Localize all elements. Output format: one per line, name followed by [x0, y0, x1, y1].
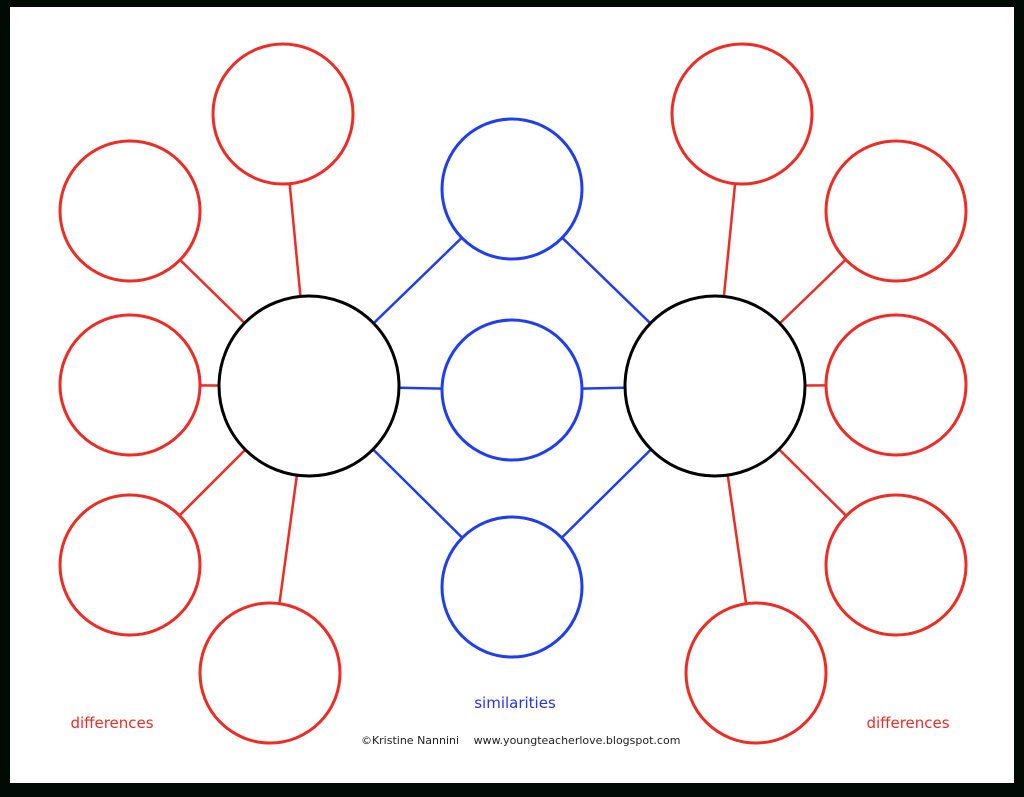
difference-bubble-left[interactable]: [211, 42, 355, 186]
copyright-text: ©Kristine Nannini: [360, 734, 460, 747]
difference-bubble-right[interactable]: [670, 42, 814, 186]
website-text: www.youngteacherlove.blogspot.com: [473, 734, 681, 747]
difference-bubble-right[interactable]: [684, 601, 828, 745]
topic-bubble-right[interactable]: [623, 294, 807, 478]
difference-bubble-left[interactable]: [58, 139, 202, 283]
difference-bubble-right[interactable]: [824, 313, 968, 457]
similarity-bubble[interactable]: [440, 117, 584, 261]
differences-label-left: differences: [70, 714, 154, 732]
topic-bubble-left[interactable]: [217, 294, 401, 478]
difference-bubble-left[interactable]: [58, 313, 202, 457]
similarity-bubble[interactable]: [440, 515, 584, 659]
similarity-bubble[interactable]: [440, 318, 584, 462]
difference-bubble-right[interactable]: [824, 139, 968, 283]
difference-bubble-left[interactable]: [198, 601, 342, 745]
differences-label-right: differences: [866, 714, 950, 732]
difference-bubble-left[interactable]: [58, 493, 202, 637]
difference-bubble-right[interactable]: [824, 493, 968, 637]
similarities-label: similarities: [474, 694, 556, 712]
